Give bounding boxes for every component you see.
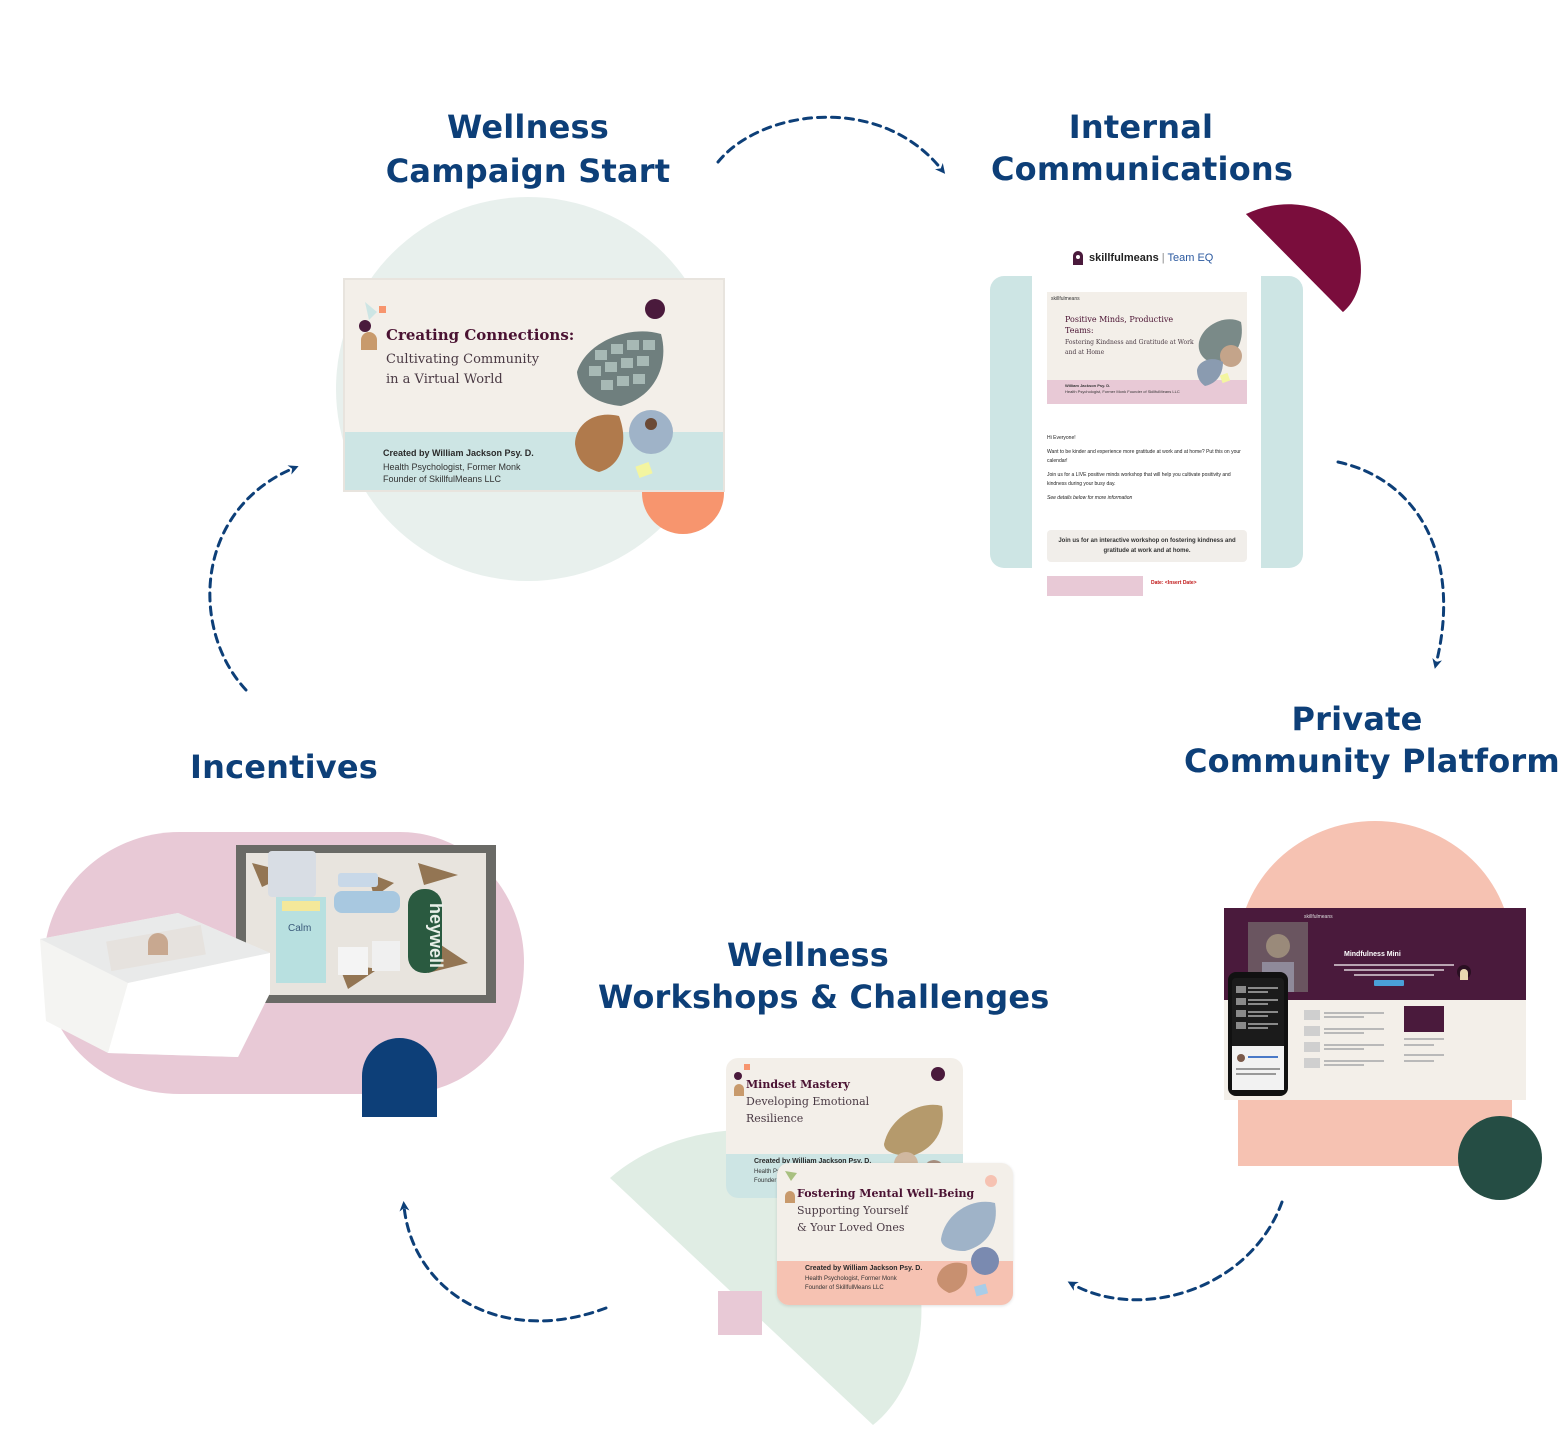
stage-title-line: Wellness	[447, 108, 609, 146]
arrow-platform-to-workshops	[1067, 1200, 1284, 1302]
arrow-incentives-to-campaign	[208, 465, 299, 692]
stage-title-line: Wellness	[727, 936, 889, 974]
email-greeting: Hi Everyone!	[1047, 435, 1076, 441]
email-paragraph: Want to be kinder and experience more gr…	[1047, 449, 1241, 464]
platform-hero-photo	[1248, 922, 1308, 992]
email-body: Hi Everyone! Want to be kinder and exper…	[1047, 434, 1247, 508]
workshop-photo-collage	[937, 1175, 999, 1297]
workshop-author: Created by William Jackson Psy. D.	[754, 1158, 872, 1165]
hero-subtitle: Fostering Kindness and Gratitude at Work…	[1065, 339, 1194, 356]
email-paragraph: Join us for a LIVE positive minds worksh…	[1047, 472, 1231, 487]
workshop-subtitle-line: Resilience	[746, 1112, 804, 1125]
hero-photo-collage	[1197, 319, 1242, 386]
hero-footer-band	[1047, 380, 1247, 404]
comms-maroon-shape-fill	[1246, 204, 1361, 312]
stage-title-line: Incentives	[189, 748, 378, 786]
email-details-note: See details below for more information	[1047, 495, 1133, 501]
hero-brand: skillfulmeans	[1051, 296, 1080, 302]
workshop-role-line: Founder of SkillfulMeans LLC	[805, 1285, 884, 1291]
platform-lock-icon	[1457, 965, 1471, 980]
workshop-title: Fostering Mental Well-Being	[797, 1187, 975, 1200]
stage-title-line: Campaign Start	[385, 152, 671, 190]
stage-title-incentives: Incentives	[160, 746, 408, 788]
phone-screen-content	[1232, 978, 1284, 1090]
bottle-brand-label: heywell	[426, 903, 446, 968]
hero-title: Positive Minds, Productive Teams:	[1065, 315, 1174, 335]
email-hero-banner: skillfulmeans Positive Minds, Productive…	[1047, 292, 1247, 404]
skillfulmeans-logo-icon	[1073, 251, 1083, 265]
email-footer-card	[1047, 576, 1143, 596]
arrow-workshops-to-incentives	[399, 1201, 608, 1323]
platform-brand: skillfulmeans	[1304, 914, 1333, 920]
platform-green-circle	[1458, 1116, 1542, 1200]
card-author-role: Health Psychologist, Former Monk Founder…	[383, 461, 583, 485]
card-title: Creating Connections:	[386, 326, 575, 344]
workshop-subtitle: Supporting Yourself & Your Loved Ones	[797, 1202, 947, 1236]
card-subtitle: Cultivating Community in a Virtual World	[386, 350, 606, 390]
stage-title-workshops: Wellness Workshops & Challenges	[598, 934, 1050, 1018]
workshop-subtitle-line: Supporting Yourself	[797, 1204, 909, 1217]
hero-author: William Jackson Psy. D. Health Psycholog…	[1065, 383, 1185, 395]
stage-title-line: Community Platform	[1184, 742, 1560, 780]
email-footer: Date: <Insert Date>	[1047, 576, 1247, 596]
people-photo-collage	[575, 299, 673, 479]
stage-title-campaign: Wellness Campaign Start	[378, 106, 678, 192]
incentives-navy-arch	[362, 1038, 437, 1117]
tea-box-label: Calm	[288, 923, 311, 934]
stage-title-line: Workshops & Challenges	[598, 978, 1050, 1016]
incentive-gift-box-photo: Calm heywell	[40, 845, 496, 1057]
workshop-subtitle-line: & Your Loved Ones	[797, 1221, 905, 1234]
card-role-line: Health Psychologist, Former Monk	[383, 462, 521, 472]
email-cta-box[interactable]: Join us for an interactive workshop on f…	[1047, 530, 1247, 562]
workshop-title: Mindset Mastery	[746, 1078, 850, 1091]
workshop-role-line: Health Psychologist, Former Monk	[805, 1276, 897, 1282]
platform-heading: Mindfulness Mini	[1344, 951, 1401, 958]
email-brand-name: skillfulmeans	[1089, 252, 1159, 264]
card-logo-shapes-icon	[734, 1064, 750, 1096]
platform-phone	[1228, 972, 1288, 1096]
card-author: Created by William Jackson Psy. D.	[383, 448, 534, 458]
stage-title-comms: Internal Communications	[991, 106, 1294, 190]
stage-title-platform: Private Community Platform	[1184, 698, 1560, 782]
workshops-pink-square	[718, 1291, 762, 1335]
card-logo-shapes-icon	[785, 1171, 797, 1203]
card-role-line: Founder of SkillfulMeans LLC	[383, 474, 502, 484]
email-date: Date: <Insert Date>	[1151, 580, 1197, 586]
arrow-campaign-to-comms	[716, 115, 946, 174]
hero-author-name: William Jackson Psy. D.	[1065, 383, 1111, 388]
stage-title-line: Internal	[1068, 108, 1214, 146]
email-preview: skillfulmeans | Team EQ skillfulmeans Po…	[1032, 244, 1261, 596]
platform-content-list	[1304, 1006, 1444, 1068]
workshop-author-role: Health Psychologist, Former Monk Founder…	[805, 1275, 945, 1293]
card-subtitle-line: in a Virtual World	[386, 372, 503, 387]
workshop-card-wellbeing: Fostering Mental Well-Being Supporting Y…	[777, 1163, 1013, 1305]
email-team-name: Team EQ	[1167, 252, 1214, 264]
arrow-comms-to-platform	[1336, 460, 1446, 669]
card-logo-shapes-icon	[359, 302, 386, 350]
stage-title-line: Communications	[991, 150, 1294, 188]
stage-title-line: Private	[1291, 700, 1423, 738]
email-brand: skillfulmeans | Team EQ	[1089, 252, 1214, 264]
campaign-presentation-card: Creating Connections: Cultivating Commun…	[343, 278, 725, 492]
hero-author-role: Health Psychologist, Former Monk Founder…	[1065, 389, 1180, 394]
workshop-subtitle: Developing Emotional Resilience	[746, 1093, 896, 1127]
workshop-author: Created by William Jackson Psy. D.	[805, 1265, 923, 1272]
workshop-subtitle-line: Developing Emotional	[746, 1095, 870, 1108]
card-subtitle-line: Cultivating Community	[386, 352, 540, 367]
platform-hero-text-lines	[1334, 964, 1454, 986]
